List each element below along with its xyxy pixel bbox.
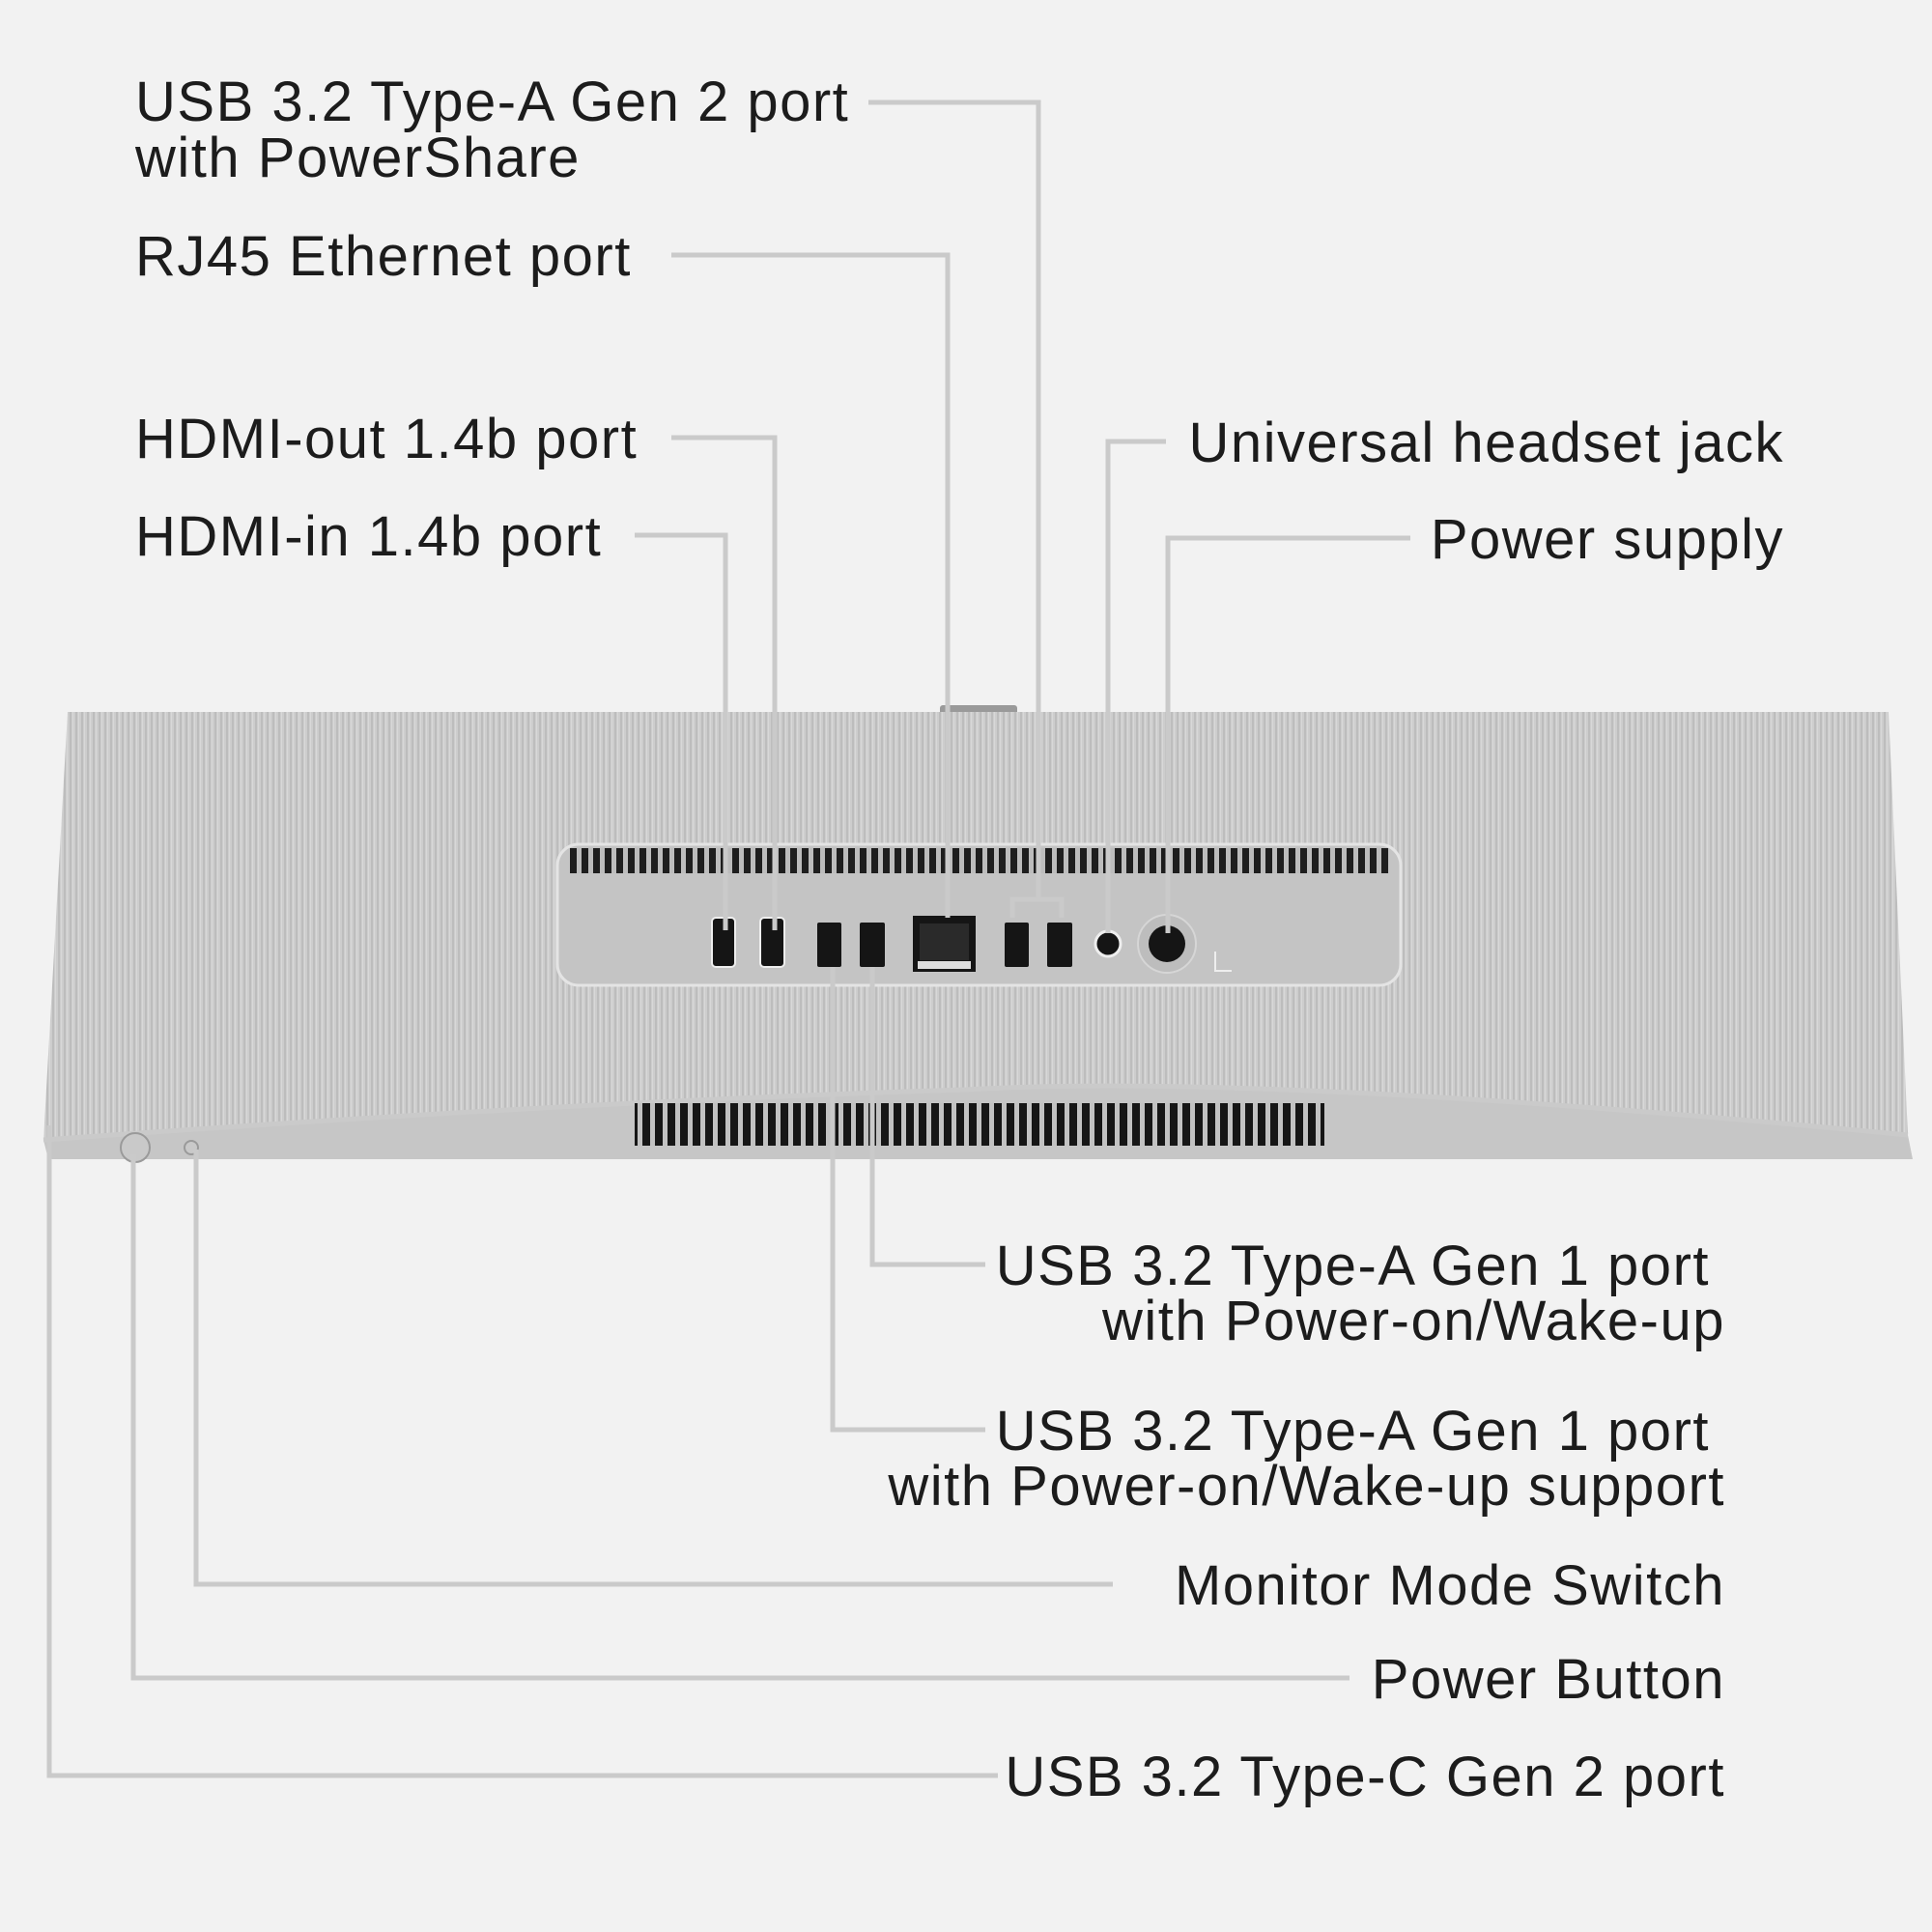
bottom-vent — [635, 1103, 1324, 1146]
headset-jack — [1094, 929, 1122, 958]
usb-a-gen2-port — [1047, 923, 1072, 967]
port-row — [711, 914, 1232, 974]
label-usb-gen1-wake-line2: with Power-on/Wake-up — [1101, 1290, 1725, 1352]
label-usb-gen1-wake-support-line2: with Power-on/Wake-up support — [887, 1455, 1725, 1518]
label-rj45: RJ45 Ethernet port — [135, 225, 632, 288]
leader-usb-gen1-wake-support — [830, 967, 985, 1433]
leader-mode-switch — [193, 1150, 1113, 1587]
rj45-socket — [920, 923, 969, 960]
power-supply-jack — [1149, 925, 1185, 962]
recess-vent — [570, 848, 1389, 873]
label-hdmi-out: HDMI-out 1.4b port — [135, 408, 638, 470]
usb-a-gen1-port — [817, 923, 841, 967]
marking — [1214, 952, 1232, 972]
label-hdmi-in: HDMI-in 1.4b port — [135, 505, 602, 568]
usb-a-gen1-port — [860, 923, 885, 967]
rj45-bottom — [918, 961, 971, 969]
leader-headset — [1105, 439, 1166, 933]
usb-a-gen2-port — [1005, 923, 1029, 967]
label-power-button: Power Button — [1372, 1648, 1725, 1711]
label-mode-switch: Monitor Mode Switch — [1175, 1554, 1725, 1617]
leader-usb-c — [46, 1125, 998, 1778]
label-usb-a-gen2: USB 3.2 Type-A Gen 2 port — [135, 71, 849, 133]
leader-usb-gen1-wake — [869, 967, 985, 1267]
leader-lines — [46, 99, 1410, 1778]
leader-hdmi-out — [671, 435, 778, 930]
label-power-supply: Power supply — [1431, 508, 1784, 571]
leader-usb-a-gen2 — [868, 99, 1065, 918]
leader-power-supply — [1165, 535, 1410, 933]
label-usb-c: USB 3.2 Type-C Gen 2 port — [1005, 1746, 1725, 1808]
label-headset-jack: Universal headset jack — [1188, 412, 1784, 474]
label-usb-gen1-wake: USB 3.2 Type-A Gen 1 port — [996, 1235, 1710, 1297]
leader-rj45 — [671, 252, 951, 918]
leader-hdmi-in — [635, 532, 728, 930]
leader-power-button — [130, 1154, 1350, 1681]
label-usb-a-gen2-line2: with PowerShare — [134, 127, 581, 189]
label-usb-gen1-wake-support: USB 3.2 Type-A Gen 1 port — [996, 1400, 1710, 1463]
bevel-edge — [43, 1083, 1909, 1143]
